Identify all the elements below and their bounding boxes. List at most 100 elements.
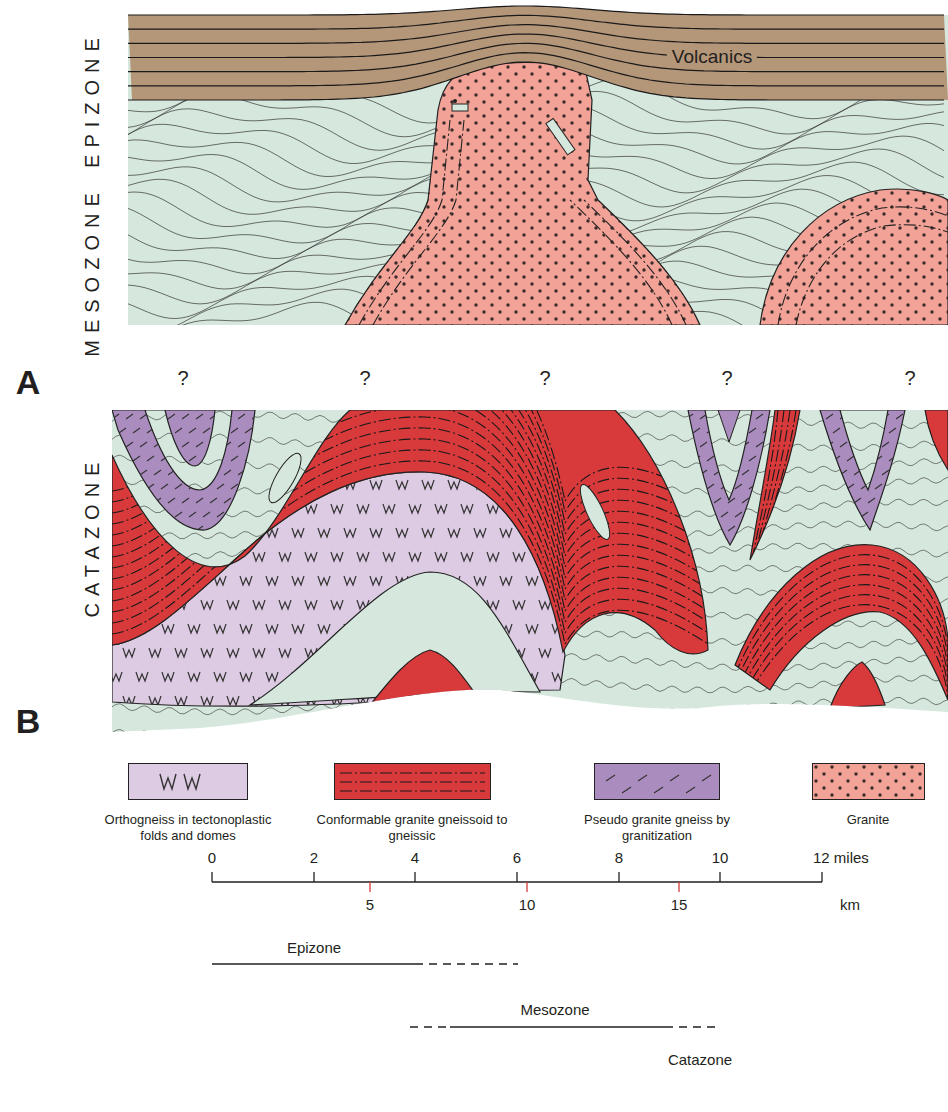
pseudo-gneiss-dash <box>798 554 805 559</box>
pseudo-gneiss-dash <box>168 414 175 419</box>
pseudo-gneiss-dash <box>504 498 511 503</box>
pseudo-gneiss-dash <box>931 428 938 433</box>
pseudo-gneiss-dash <box>147 484 154 489</box>
pseudo-gneiss-dash <box>728 442 735 447</box>
pseudo-gneiss-dash <box>406 526 413 531</box>
pseudo-gneiss-dash <box>546 554 553 559</box>
orthogneiss-symbol <box>435 504 447 513</box>
pseudo-gneiss-dash <box>217 428 224 433</box>
pseudo-gneiss-dash <box>658 526 665 531</box>
pseudo-gneiss-dash <box>511 540 518 545</box>
pseudo-gneiss-dash <box>672 414 679 419</box>
pseudo-gneiss-dash <box>168 470 175 475</box>
pseudo-gneiss-dash <box>399 540 406 545</box>
orthogneiss-symbol <box>201 600 213 609</box>
pseudo-gneiss-dash <box>581 540 588 545</box>
granite-dots <box>760 189 948 325</box>
pseudo-gneiss-dash <box>364 414 371 419</box>
pseudo-gneiss-dash <box>322 442 329 447</box>
orthogneiss-symbol <box>370 576 382 585</box>
pseudo-gneiss-dash <box>833 484 840 489</box>
pseudo-gneiss-dash <box>672 554 679 559</box>
pseudo-gneiss-dash <box>553 428 560 433</box>
pseudo-gneiss-dash <box>259 540 266 545</box>
scale-bar <box>212 872 822 892</box>
pseudo-gneiss-dash <box>539 484 546 489</box>
pseudo-gneiss-dash <box>525 428 532 433</box>
pseudo-gneiss-dash <box>287 512 294 517</box>
pseudo-gneiss-dash <box>686 498 693 503</box>
pseudo-gneiss-dash <box>245 456 252 461</box>
pseudo-gneiss-dash <box>420 526 427 531</box>
pseudo-gneiss-dash <box>602 470 609 475</box>
pseudo-gneiss-dash <box>868 442 875 447</box>
orthogneiss-symbol <box>240 672 252 681</box>
pseudo-gneiss-dash <box>903 428 910 433</box>
pseudo-gneiss-dash <box>742 554 749 559</box>
pseudo-gneiss-dash <box>938 498 945 503</box>
pseudo-gneiss-dash <box>665 484 672 489</box>
pseudo-gneiss-dash <box>448 498 455 503</box>
pseudo-gneiss-dash <box>854 498 861 503</box>
volcanics-band <box>128 6 948 100</box>
orthogneiss-symbol <box>474 528 486 537</box>
pseudo-gneiss-dash <box>301 540 308 545</box>
pseudo-gneiss-dash <box>203 540 210 545</box>
pseudo-gneiss-dash <box>749 456 756 461</box>
pseudo-gneiss-dash <box>189 512 196 517</box>
pseudo-gneiss-dash <box>259 512 266 517</box>
pseudo-gneiss-dash <box>595 484 602 489</box>
pseudo-gneiss-dash <box>812 526 819 531</box>
pseudo-gneiss-dash <box>903 512 910 517</box>
orthogneiss-symbol <box>396 480 408 489</box>
pseudo-gneiss-dash <box>889 540 896 545</box>
pseudo-gneiss-dash <box>441 428 448 433</box>
pseudo-gneiss-dash <box>756 498 763 503</box>
orthogneiss-symbol <box>279 648 291 657</box>
pseudo-gneiss-dash <box>252 414 259 419</box>
pseudo-gneiss-dash <box>294 470 301 475</box>
pseudo-gneiss-dash <box>931 456 938 461</box>
orthogneiss-symbol <box>253 648 265 657</box>
pseudo-gneiss-dash <box>644 414 651 419</box>
pseudo-gneiss-dash <box>462 554 469 559</box>
pseudo-gneiss-dash <box>343 484 350 489</box>
swatch-pattern <box>594 763 720 800</box>
pseudo-gneiss-dash <box>896 526 903 531</box>
pseudo-gneiss-dash <box>231 484 238 489</box>
pseudo-gneiss-dash <box>343 540 350 545</box>
pseudo-gneiss-dash <box>413 540 420 545</box>
pseudo-gneiss-dash <box>770 442 777 447</box>
pseudo-gneiss-dash <box>462 498 469 503</box>
pseudo-gneiss-dash <box>700 414 707 419</box>
pseudo-gneiss-dash <box>357 428 364 433</box>
orthogneiss-symbol <box>188 672 200 681</box>
pseudo-gneiss-dash <box>315 428 322 433</box>
pseudo-gneiss-dash <box>702 775 711 781</box>
gneiss-foliation-line <box>112 329 708 512</box>
gneiss-foliation-line <box>112 406 708 589</box>
granite-margin-foliation <box>584 200 686 325</box>
granite-gneiss-strip <box>925 410 948 470</box>
gneiss-foliation-line <box>340 772 485 773</box>
pseudo-gneiss-dash <box>819 456 826 461</box>
epizone-range <box>212 963 415 964</box>
pseudo-gneiss-dash <box>399 456 406 461</box>
pseudo-gneiss-dash <box>238 470 245 475</box>
pseudo-gneiss-dash <box>378 414 385 419</box>
pseudo-gneiss-dash <box>693 512 700 517</box>
pseudo-gneiss-dash <box>770 498 777 503</box>
pseudo-gneiss-dash <box>826 442 833 447</box>
pseudo-gneiss-dash <box>763 512 770 517</box>
pseudo-gneiss-dash <box>805 456 812 461</box>
pseudo-gneiss-dash <box>518 498 525 503</box>
pseudo-gneiss-dash <box>728 470 735 475</box>
scale-tick <box>719 872 720 882</box>
gneiss-foliation <box>112 318 948 725</box>
pseudo-gneiss-dash <box>469 456 476 461</box>
pseudo-gneiss-dash <box>602 414 609 419</box>
pseudo-gneiss-dash <box>854 526 861 531</box>
pseudo-gneiss-dash <box>126 526 133 531</box>
scale-tick <box>516 872 517 882</box>
